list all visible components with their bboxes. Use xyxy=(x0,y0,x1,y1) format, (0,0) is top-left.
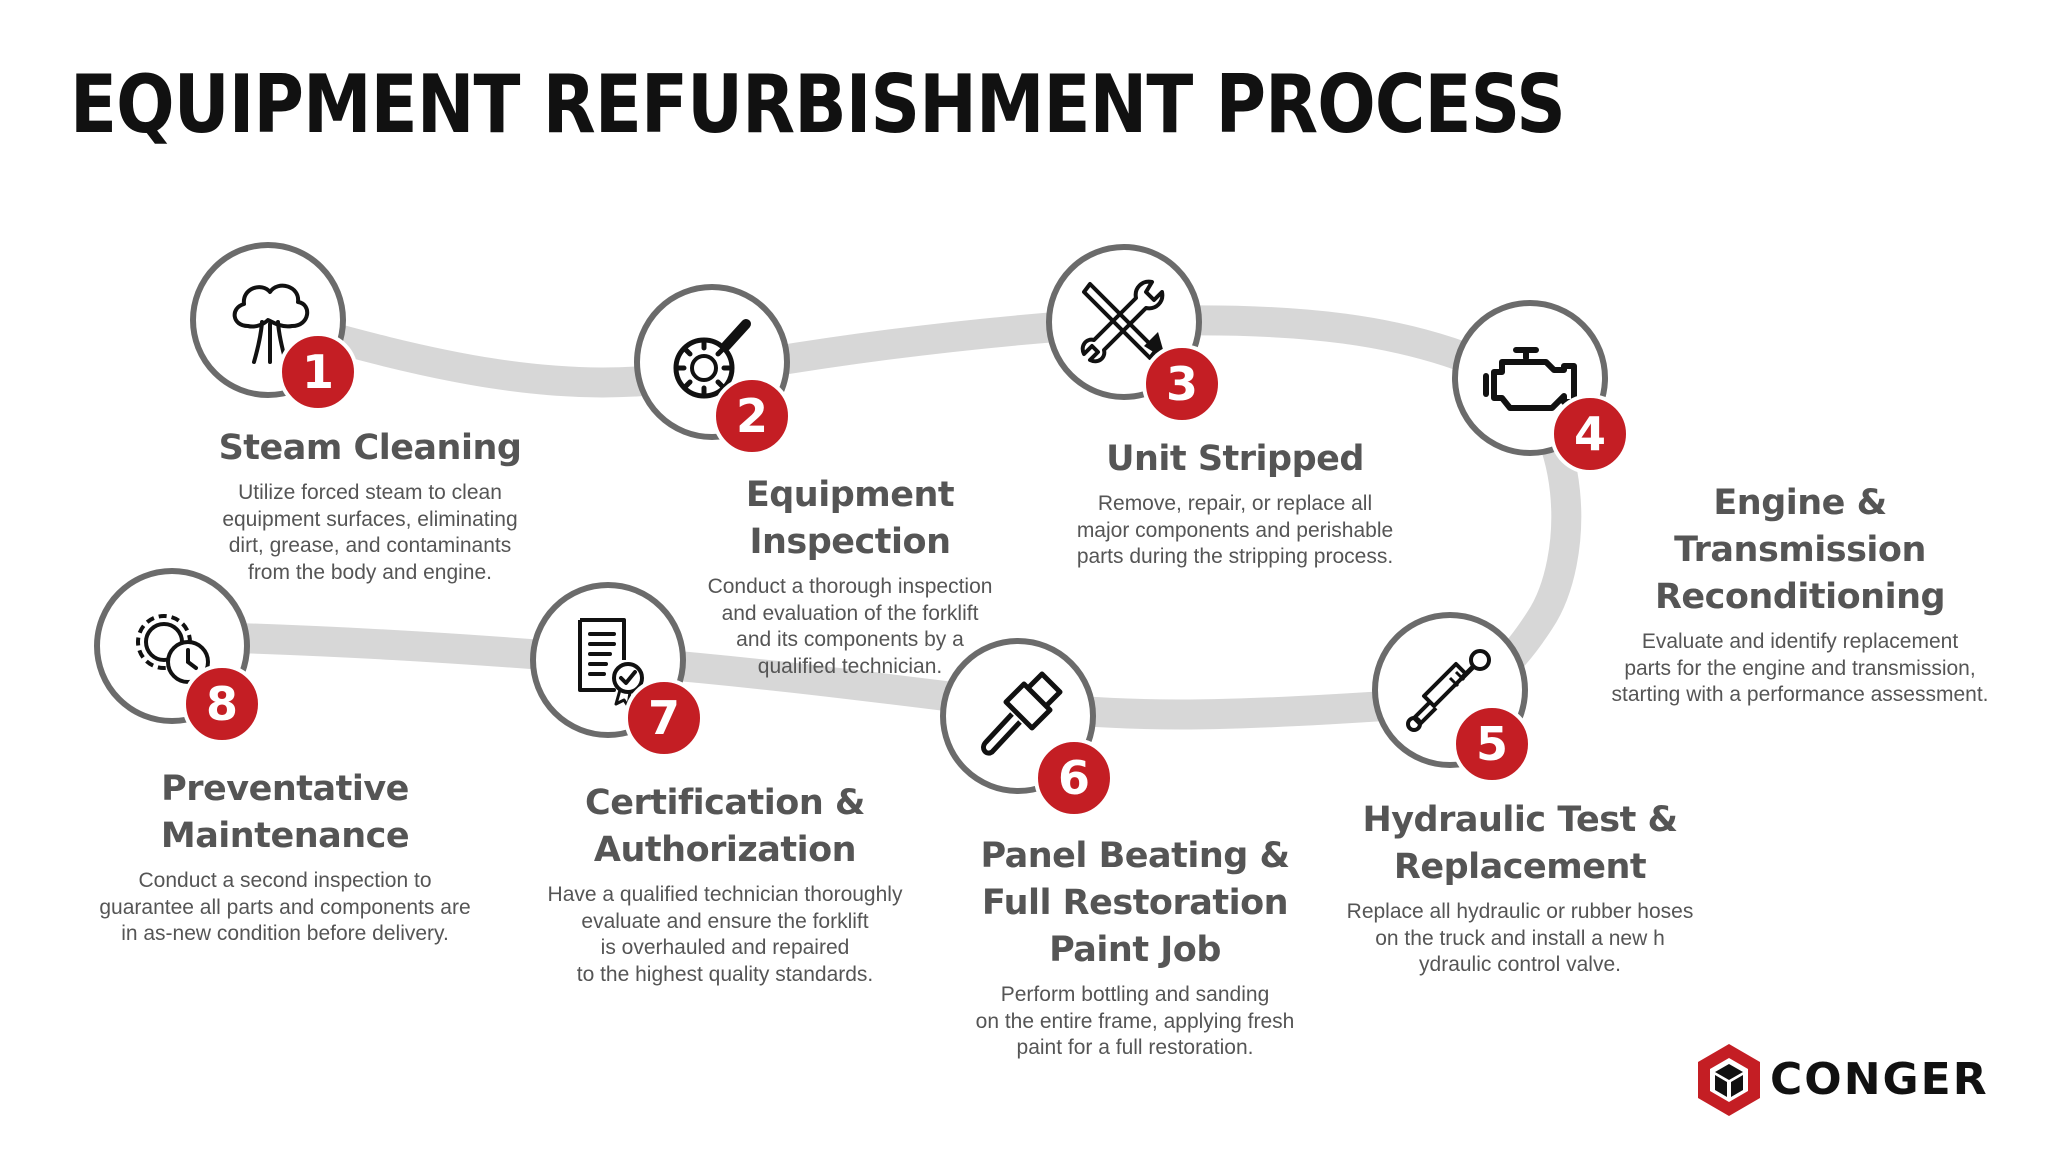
engine-icon xyxy=(1483,347,1577,411)
step-1-text: Steam Cleaning Utilize forced steam to c… xyxy=(200,425,540,586)
step-6-description: Perform bottling and sanding on the enti… xyxy=(975,983,1295,1059)
step-3-description: Remove, repair, or replace all major com… xyxy=(1076,492,1394,568)
step-3-title: Unit Stripped xyxy=(1106,439,1364,479)
step-5-description: Replace all hydraulic or rubber hoses on… xyxy=(1346,900,1694,976)
step-7-description: Have a qualified technician thoroughly e… xyxy=(547,883,903,986)
step-7-badge: 7 xyxy=(624,678,704,758)
step-1-title: Steam Cleaning xyxy=(218,428,522,468)
step-2-badge: 2 xyxy=(712,376,792,456)
step-6-badge: 6 xyxy=(1034,738,1114,818)
step-7-title: Certification & Authorization xyxy=(585,783,865,870)
step-3-text: Unit Stripped Remove, repair, or replace… xyxy=(1050,436,1420,571)
step-2-text: Equipment Inspection Conduct a thorough … xyxy=(640,472,1060,680)
conger-cube-icon xyxy=(1698,1044,1760,1116)
step-4-title: Engine & Transmission Reconditioning xyxy=(1654,483,1946,617)
brand-logo: CONGER xyxy=(1696,1042,2016,1118)
step-4-badge: 4 xyxy=(1550,394,1630,474)
paint-brush-icon xyxy=(981,671,1063,756)
step-1-description: Utilize forced steam to clean equipment … xyxy=(222,481,518,584)
step-2-title: Equipment Inspection xyxy=(745,475,955,562)
step-8-badge: 8 xyxy=(182,664,262,744)
magnifier-gear-icon xyxy=(673,319,751,399)
step-4-text: Engine & Transmission Reconditioning Eva… xyxy=(1590,480,2010,709)
hydraulic-cylinder-icon xyxy=(1406,649,1491,732)
step-1-badge: 1 xyxy=(278,332,358,412)
step-2-icon-ring xyxy=(634,284,790,440)
step-8-title: Preventative Maintenance xyxy=(160,769,410,856)
step-4-description: Evaluate and identify replacement parts … xyxy=(1611,630,1989,706)
step-2-description: Conduct a thorough inspection and evalua… xyxy=(707,575,993,678)
step-1-icon-ring xyxy=(190,242,346,398)
step-5-badge: 5 xyxy=(1452,704,1532,784)
step-8-description: Conduct a second inspection to guarantee… xyxy=(99,869,471,945)
process-path-line xyxy=(155,305,1582,730)
step-7-text: Certification & Authorization Have a qua… xyxy=(520,780,930,988)
step-5-title: Hydraulic Test & Replacement xyxy=(1362,800,1678,887)
page-title: EQUIPMENT REFURBISHMENT PROCESS xyxy=(70,58,1566,151)
brand-name: CONGER xyxy=(1770,1054,1989,1105)
step-3-badge: 3 xyxy=(1142,344,1222,424)
step-8-text: Preventative Maintenance Conduct a secon… xyxy=(40,766,530,948)
step-6-text: Panel Beating & Full Restoration Paint J… xyxy=(950,833,1320,1062)
step-6-title: Panel Beating & Full Restoration Paint J… xyxy=(980,836,1290,970)
step-5-text: Hydraulic Test & Replacement Replace all… xyxy=(1310,797,1730,979)
